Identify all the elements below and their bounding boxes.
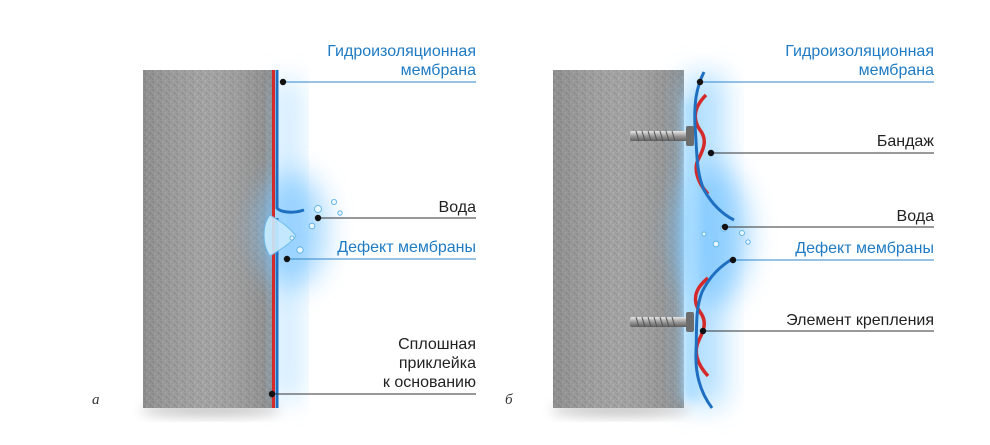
label-water-b: Вода [896, 208, 934, 225]
label-membrane-a-line2: мембрана [400, 62, 476, 79]
water-splash-a [263, 214, 297, 257]
leader-defect-b [729, 256, 934, 264]
leader-adhesion-a [268, 390, 476, 398]
label-adhesion-a-line3: к основанию [382, 374, 476, 391]
leader-defect-a [283, 255, 476, 263]
label-membrane-b: Гидроизоляционная мембрана [785, 42, 934, 80]
label-bandage-b: Бандаж [876, 133, 934, 150]
leader-bandage-b [707, 149, 934, 157]
label-membrane-a-line1: Гидроизоляционная [327, 43, 476, 60]
panel-a [140, 70, 476, 416]
label-adhesion-a-line1: Сплошная [398, 336, 476, 353]
label-membrane-a: Гидроизоляционная мембрана [327, 42, 476, 80]
label-membrane-b-line1: Гидроизоляционная [785, 43, 934, 60]
membrane-b-upper [693, 71, 735, 222]
label-membrane-b-line2: мембрана [858, 62, 934, 79]
label-adhesion-a-line2: приклейка [398, 355, 476, 372]
panel-letter-a: а [92, 392, 100, 408]
fastener-bottom [630, 312, 694, 332]
label-water-a: Вода [438, 199, 476, 216]
label-fastener-b: Элемент крепления [786, 312, 934, 329]
label-adhesion-a: Сплошная приклейка к основанию [383, 335, 476, 392]
panel-b [550, 70, 934, 416]
membrane-b-lower [694, 256, 735, 409]
leader-water-a [314, 214, 476, 222]
label-defect-b: Дефект мембраны [795, 240, 934, 257]
label-defect-a: Дефект мембраны [337, 239, 476, 256]
panel-letter-b: б [505, 392, 513, 408]
water-drops-a [289, 198, 343, 254]
leader-fastener-b [699, 327, 934, 335]
leader-water-b [721, 223, 934, 231]
leader-membrane-b [696, 78, 934, 86]
leader-membrane-a [279, 78, 476, 86]
water-glow-b [676, 75, 748, 405]
fastener-top [630, 126, 694, 146]
